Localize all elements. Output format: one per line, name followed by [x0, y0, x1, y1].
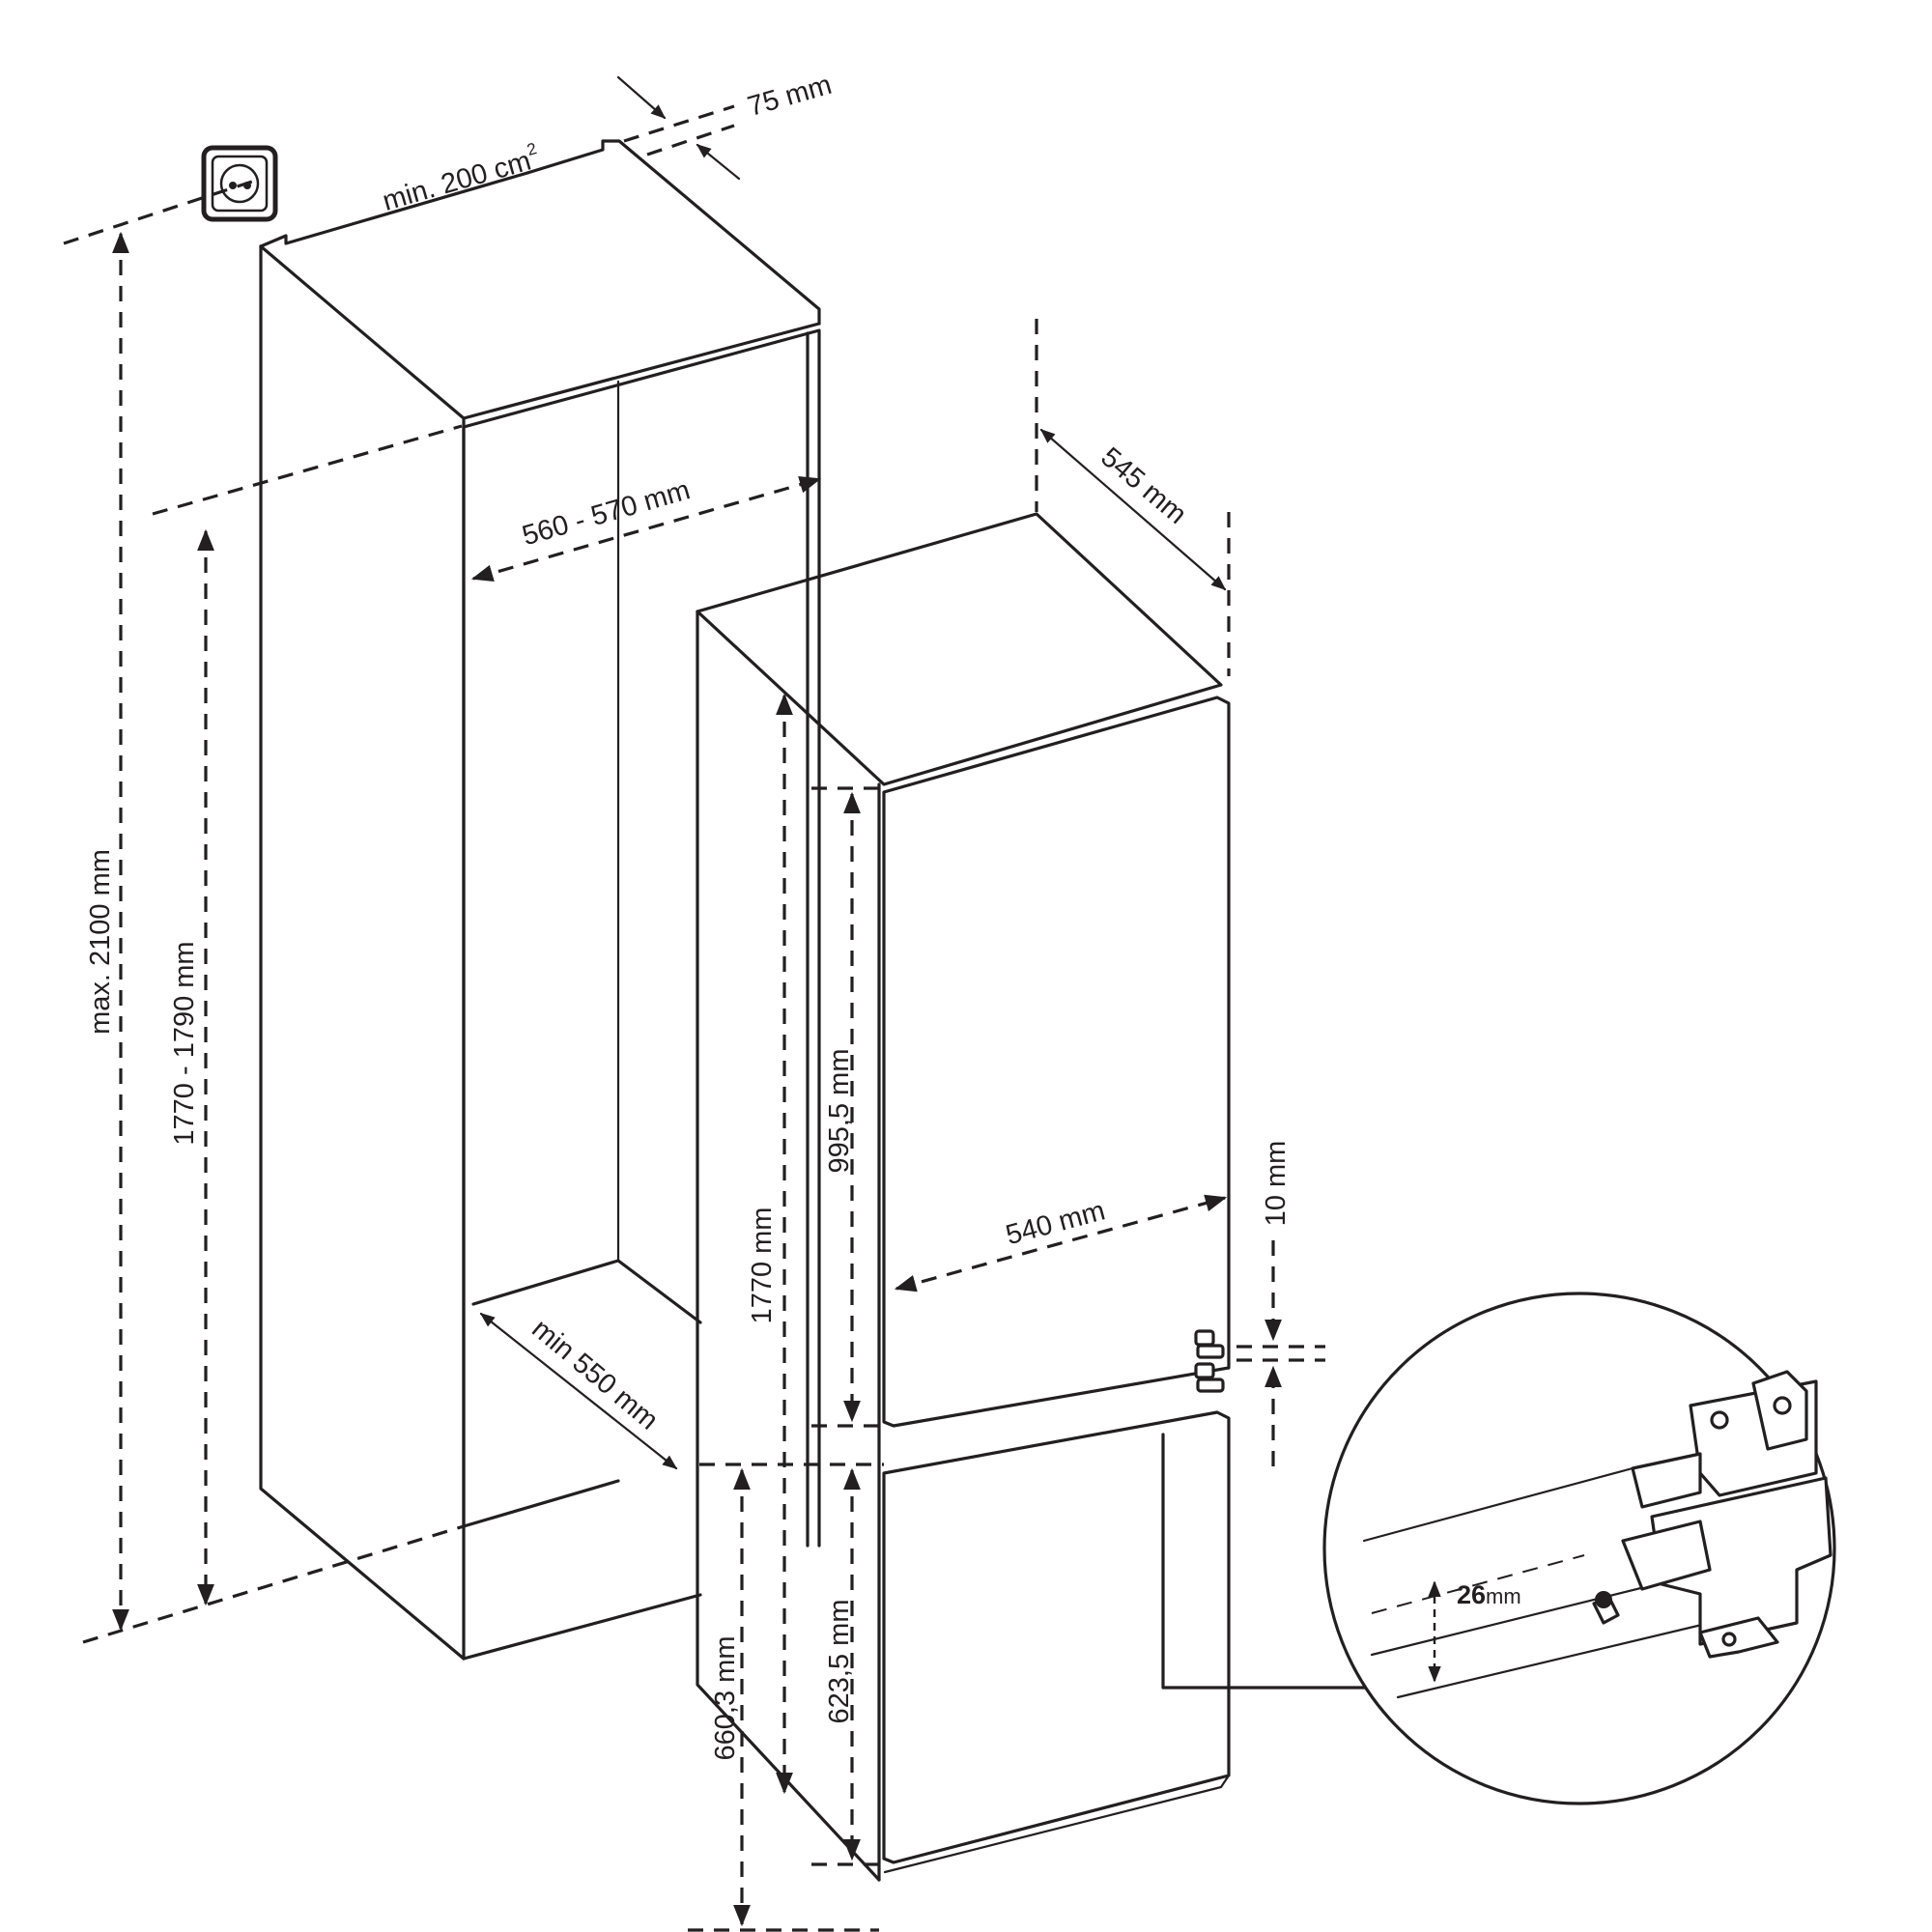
dim-vent-area: min. 200 cm2	[379, 139, 544, 217]
lower-section-height-label: 660,3 mm	[710, 1636, 741, 1761]
dim-niche-depth: min 550 mm	[479, 1312, 678, 1470]
niche-height-label: 1770 - 1790 mm	[169, 941, 200, 1145]
cabinet-niche	[259, 139, 821, 1661]
niche-max-height-label: max. 2100 mm	[85, 849, 116, 1035]
dim-appliance-height: 1770 mm	[747, 693, 793, 1795]
lower-door-height-label: 623,5 mm	[824, 1600, 855, 1724]
vent-area-label: min. 200 cm2	[379, 139, 544, 217]
dim-lower-door: 623,5 mm	[699, 1463, 884, 1866]
power-socket-icon	[201, 145, 278, 222]
door-gap-label: 10 mm	[1261, 1141, 1292, 1227]
hinge-detail-illustration	[1362, 1370, 1833, 1699]
niche-depth-label: min 550 mm	[526, 1314, 664, 1436]
door-hinge	[1194, 1329, 1225, 1393]
dim-appliance-depth: 545 mm	[1035, 319, 1231, 676]
dim-door-gap: 10 mm	[1236, 1141, 1325, 1466]
dim-niche-height: 1770 - 1790 mm	[152, 424, 463, 1606]
hinge-detail: 26mm	[1322, 1292, 1836, 1805]
dim-niche-width: 560 - 570 mm	[470, 474, 822, 582]
vent-gap-label: 75 mm	[745, 70, 836, 123]
dim-lower-section: 660,3 mm	[688, 1467, 879, 1932]
dim-vent-gap: 75 mm	[616, 70, 836, 181]
upper-door-height-label: 995,5 mm	[824, 1049, 855, 1174]
dim-upper-door: 995,5 mm	[811, 786, 881, 1428]
dim-max-height: max. 2100 mm	[63, 177, 465, 1644]
lower-door	[882, 1410, 1231, 1864]
hinge-offset-label: 26mm	[1457, 1580, 1521, 1609]
appliance-depth-label: 545 mm	[1094, 441, 1192, 530]
appliance-height-label: 1770 mm	[747, 1208, 778, 1324]
upper-door	[882, 696, 1231, 1428]
